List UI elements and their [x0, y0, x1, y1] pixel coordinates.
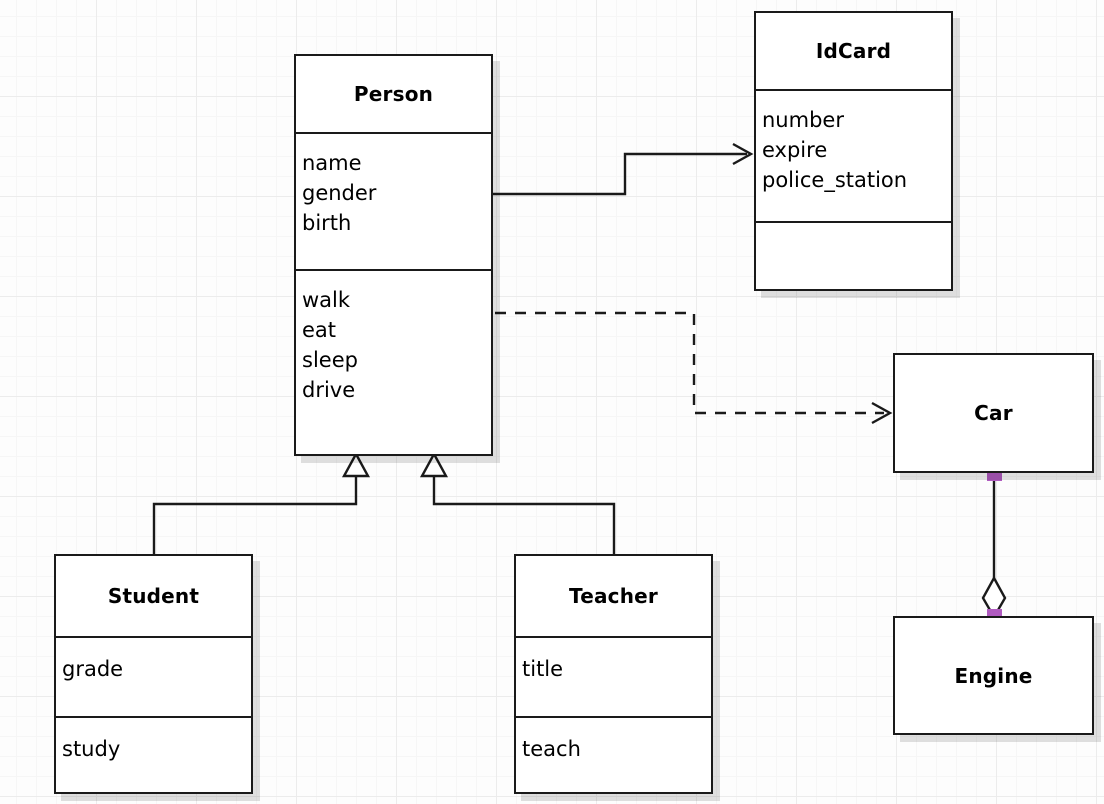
attribute-row: number: [762, 108, 844, 132]
uml-class-engine[interactable]: Engine: [893, 616, 1094, 735]
uml-class-car[interactable]: Car: [893, 353, 1094, 473]
edge-person-idcard[interactable]: [493, 142, 754, 196]
attribute-row: police_station: [762, 168, 908, 192]
uml-class-person[interactable]: Person name gender birth walk eat sleep …: [294, 54, 493, 456]
method-row: sleep: [302, 348, 358, 372]
hollow-triangle-icon: [341, 451, 371, 478]
class-attributes-person: name gender birth: [296, 132, 491, 269]
attribute-row: title: [522, 657, 564, 681]
class-methods-person: walk eat sleep drive: [296, 269, 491, 454]
method-row: eat: [302, 318, 337, 342]
attribute-row: name: [302, 151, 362, 175]
method-row: teach: [522, 737, 581, 761]
class-methods-student: study: [56, 716, 251, 792]
edge-person-car[interactable]: [495, 311, 893, 425]
attribute-row: expire: [762, 138, 828, 162]
edge-teacher-person[interactable]: [419, 451, 616, 554]
class-attributes-student: grade: [56, 636, 251, 716]
class-title-idcard: IdCard: [815, 39, 892, 63]
hollow-triangle-icon: [419, 451, 449, 478]
class-title-person: Person: [353, 82, 434, 106]
class-attributes-idcard: number expire police_station: [756, 89, 951, 221]
class-methods-idcard: [756, 221, 951, 289]
class-attributes-teacher: title: [516, 636, 711, 716]
method-row: drive: [302, 378, 356, 402]
open-arrowhead-icon: [871, 401, 893, 425]
open-arrowhead-icon: [732, 142, 754, 166]
class-title-student: Student: [107, 584, 200, 608]
uml-class-teacher[interactable]: Teacher title teach: [514, 554, 713, 794]
class-methods-teacher: teach: [516, 716, 711, 792]
class-title-engine: Engine: [954, 663, 1033, 688]
class-title-car: Car: [974, 401, 1013, 425]
attribute-row: grade: [62, 657, 124, 681]
method-row: walk: [302, 288, 351, 312]
class-title-teacher: Teacher: [569, 584, 658, 608]
uml-class-student[interactable]: Student grade study: [54, 554, 253, 794]
edge-car-engine[interactable]: [981, 466, 1007, 624]
method-row: study: [62, 737, 121, 761]
attribute-row: birth: [302, 211, 352, 235]
attribute-row: gender: [302, 181, 377, 205]
uml-class-idcard[interactable]: IdCard number expire police_station: [754, 11, 953, 291]
edge-student-person[interactable]: [152, 451, 371, 554]
